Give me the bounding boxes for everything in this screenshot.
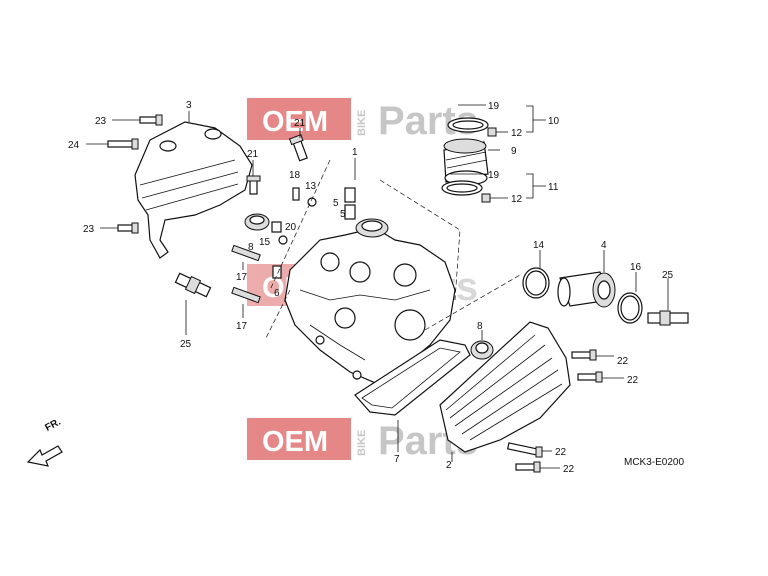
- direction-label: FR.: [43, 417, 63, 434]
- callout-8-lower: 8: [477, 321, 483, 332]
- o-ring-16[interactable]: [617, 272, 643, 324]
- o-ring-14[interactable]: [522, 250, 550, 299]
- dowel-pin-5-upper[interactable]: [344, 187, 356, 203]
- watermark-oem-text: OEM: [262, 106, 328, 138]
- bracket-10: [526, 105, 546, 133]
- callout-19-top: 19: [488, 101, 500, 112]
- watermark-top: OEM BIKE Parts: [247, 98, 478, 143]
- screw-12-top[interactable]: [487, 127, 508, 137]
- stud-bolt-17-top[interactable]: [231, 244, 261, 270]
- callout-4: 4: [601, 240, 607, 251]
- assembly-lines: [264, 159, 521, 341]
- washer-15[interactable]: [278, 235, 288, 245]
- insulator-part[interactable]: [557, 250, 616, 308]
- dowel-pin-5-lower[interactable]: [344, 204, 356, 220]
- callout-21-top: 21: [294, 118, 306, 129]
- head-cover-part[interactable]: [134, 121, 253, 259]
- callout-20: 20: [285, 222, 297, 233]
- callout-8-top: 8: [248, 242, 254, 253]
- bolt-22-d[interactable]: [515, 461, 560, 473]
- bolt-21-top[interactable]: [288, 128, 308, 162]
- bolt-23-top[interactable]: [112, 114, 163, 126]
- callout-labels: 1 2 3 4 5 5 6 7 8 8 9 10 11 12 12 13 14 …: [68, 100, 674, 475]
- watermark-oem-text: OEM: [262, 426, 328, 458]
- callout-14: 14: [533, 240, 545, 251]
- callout-15: 15: [259, 237, 271, 248]
- bolt-22-a[interactable]: [571, 349, 614, 361]
- callout-2: 2: [446, 460, 452, 471]
- seal-8-lower[interactable]: [470, 330, 494, 360]
- callout-23-top: 23: [95, 116, 107, 127]
- watermark-bike-text: BIKE: [356, 430, 368, 456]
- arrow-icon: [26, 445, 63, 467]
- callout-19-bottom: 19: [488, 170, 500, 181]
- callout-3: 3: [186, 100, 192, 111]
- gasket-7-part[interactable]: [354, 339, 471, 452]
- callout-23-bottom: 23: [83, 224, 95, 235]
- callout-10: 10: [548, 116, 560, 127]
- callout-22-b: 22: [627, 375, 639, 386]
- callout-24: 24: [68, 140, 80, 151]
- callout-22-c: 22: [555, 447, 567, 458]
- watermark-bike-text: BIKE: [356, 110, 368, 136]
- watermark-bottom: OEM BIKE Parts: [247, 418, 478, 463]
- spark-plug-right[interactable]: [647, 278, 689, 326]
- stud-bolt-17-bottom[interactable]: [231, 286, 261, 318]
- bolt-22-b[interactable]: [577, 371, 624, 383]
- head-cover-lower-part[interactable]: [439, 321, 571, 462]
- bolt-24[interactable]: [86, 138, 139, 150]
- callout-12-bottom: 12: [511, 194, 523, 205]
- callout-6: 6: [274, 288, 280, 299]
- spark-plug-left[interactable]: [174, 272, 212, 335]
- callout-5-lower: 5: [340, 209, 346, 220]
- pin-20[interactable]: [271, 221, 282, 233]
- callout-11: 11: [548, 182, 559, 193]
- clamp-19-top[interactable]: [447, 104, 489, 133]
- bracket-11: [526, 173, 546, 199]
- bolt-23-bottom[interactable]: [100, 222, 139, 234]
- callout-22-d: 22: [563, 464, 575, 475]
- callout-13: 13: [305, 181, 317, 192]
- callout-16: 16: [630, 262, 642, 273]
- cylinder-head-part[interactable]: [284, 218, 456, 386]
- callout-25-left: 25: [180, 339, 192, 350]
- washer-18[interactable]: [292, 187, 300, 201]
- screw-12-bottom[interactable]: [481, 193, 508, 203]
- callout-17-top: 17: [236, 272, 248, 283]
- diagram-code: MCK3-E0200: [624, 457, 684, 468]
- callout-25-right: 25: [662, 270, 674, 281]
- callout-17-bottom: 17: [236, 321, 248, 332]
- seal-8-top[interactable]: [244, 213, 270, 231]
- front-direction-arrow: FR.: [26, 417, 63, 467]
- clamp-19-bottom[interactable]: [441, 173, 486, 196]
- callout-7: 7: [394, 454, 400, 465]
- callout-1: 1: [352, 147, 358, 158]
- callout-12-top: 12: [511, 128, 523, 139]
- callout-22-a: 22: [617, 356, 629, 367]
- callout-18: 18: [289, 170, 301, 181]
- callout-5-upper: 5: [333, 198, 339, 209]
- bolt-21-left[interactable]: [246, 160, 261, 195]
- callout-9: 9: [511, 146, 517, 157]
- dowel-pin-6[interactable]: [272, 265, 282, 279]
- callout-21-left: 21: [247, 149, 259, 160]
- bolt-22-c[interactable]: [506, 442, 552, 458]
